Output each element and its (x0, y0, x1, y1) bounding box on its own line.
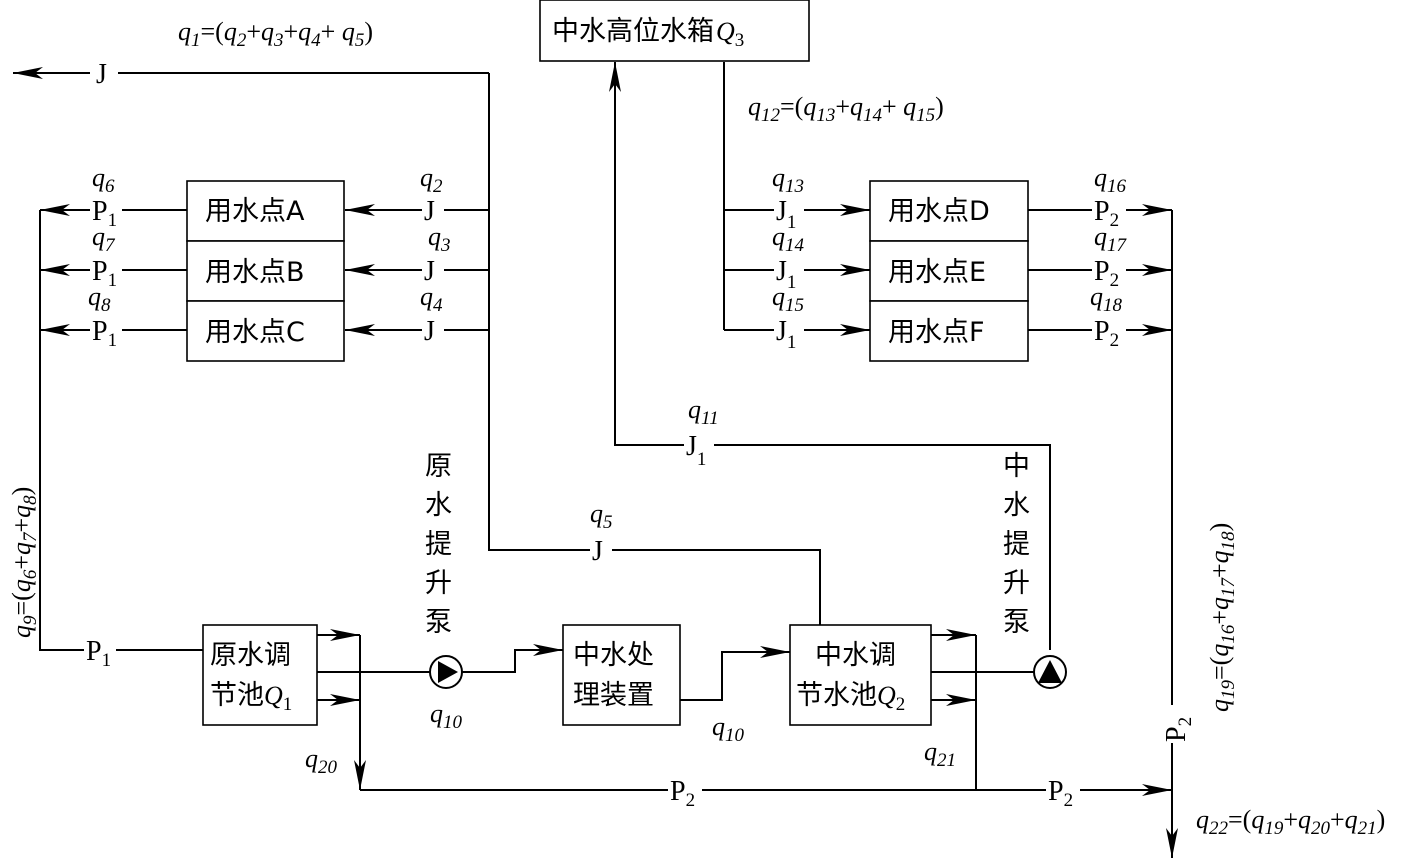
svg-text:提: 提 (425, 529, 452, 560)
flow-q6: q6 (92, 163, 115, 197)
svg-text:中: 中 (1003, 451, 1030, 482)
user-box-c (186, 300, 345, 362)
user-box-e (869, 240, 1029, 302)
tag-j1-f: J1 (776, 316, 796, 353)
flow-q10-treated: q10 (712, 712, 745, 746)
tag-j-b: J (424, 256, 435, 287)
treatment-box (562, 624, 681, 726)
user-label-d: 用水点D (888, 196, 990, 227)
tag-j-c: J (424, 316, 435, 347)
flow-q14: q14 (772, 222, 805, 256)
flow-q7: q7 (92, 222, 116, 256)
treatment-label-1: 中水处 (573, 640, 654, 671)
raw-pump-label: 原 水 提 升 泵 (425, 451, 452, 638)
svg-text:原: 原 (425, 451, 452, 482)
tag-p2-f: P2 (1094, 316, 1119, 351)
user-box-f (869, 300, 1029, 362)
potable-supply-pipes (13, 67, 821, 625)
flow-q17: q17 (1094, 222, 1128, 256)
tag-p1-c: P1 (92, 316, 117, 351)
high-tank-box (539, 0, 810, 62)
tag-p2-bottom-right: P2 (1048, 776, 1073, 811)
treated-line (680, 646, 790, 701)
high-tank-label: 中水高位水箱Q3 (552, 16, 744, 51)
svg-text:升: 升 (425, 568, 452, 599)
user-box-a (186, 180, 345, 242)
drain-collector-left (39, 210, 203, 651)
svg-text:水: 水 (425, 490, 452, 521)
user-label-c: 用水点C (205, 317, 305, 348)
tag-p2-e: P2 (1094, 256, 1119, 291)
user-box-b (186, 240, 345, 302)
svg-text:水: 水 (1003, 490, 1030, 521)
svg-text:泵: 泵 (1003, 607, 1030, 638)
raw-pump-discharge (462, 644, 563, 673)
user-label-f: 用水点F (888, 317, 985, 348)
flow-q10-raw: q10 (430, 699, 463, 733)
svg-text:升: 升 (1003, 568, 1030, 599)
treatment-pipes (317, 629, 1172, 796)
reclaimed-pump-label: 中 水 提 升 泵 (1003, 451, 1030, 638)
tag-j-a: J (424, 196, 435, 227)
flow-q21: q21 (924, 737, 956, 771)
raw-tank-box (202, 624, 318, 726)
flow-q18: q18 (1090, 282, 1123, 316)
main-supply-line (488, 73, 821, 625)
flow-q11: q11 (688, 395, 719, 429)
tag-p2-d: P2 (1094, 196, 1119, 231)
reclaimed-tank-label-1: 中水调 (815, 640, 896, 671)
reclaimed-supply-pipes (609, 62, 1051, 650)
equation-q1: q1=(q2+q3+q4+ q5) (178, 17, 373, 51)
flow-q16: q16 (1094, 163, 1127, 197)
svg-text:提: 提 (1003, 529, 1030, 560)
reclaimed-tank-label-2: 节水池Q2 (796, 680, 905, 715)
raw-tank-label-2: 节池Q1 (210, 680, 292, 715)
equation-q12: q12=(q13+q14+ q15) (748, 92, 944, 126)
flow-q3: q3 (428, 222, 451, 256)
flow-q2: q2 (420, 163, 443, 197)
equation-q19: q19=(q16+q17+q18) (1205, 523, 1239, 712)
tag-p2-bottom-mid: P2 (670, 776, 695, 811)
user-label-a: 用水点A (205, 196, 305, 227)
tag-j-top: J (96, 59, 107, 90)
equation-q9: q9=(q6+q7+q8) (7, 487, 41, 638)
flow-q4: q4 (420, 282, 443, 316)
tag-p2-vertical: P2 (1161, 717, 1196, 742)
reclaimed-lift-line (609, 62, 1051, 650)
flow-q13: q13 (772, 163, 804, 197)
raw-pump-icon (429, 655, 463, 689)
user-label-e: 用水点E (888, 257, 986, 288)
tag-j1-d: J1 (776, 196, 796, 233)
tag-p1-bottom: P1 (86, 636, 111, 671)
svg-text:泵: 泵 (425, 607, 452, 638)
flow-q20: q20 (305, 744, 338, 778)
treatment-label-2: 理装置 (573, 680, 654, 711)
tag-p1-a: P1 (92, 196, 117, 231)
raw-tank-label-1: 原水调 (210, 640, 291, 671)
flow-q8: q8 (88, 282, 111, 316)
reclaimed-pump-icon (1033, 655, 1067, 689)
tag-j1-lift: J1 (686, 431, 706, 470)
user-box-d (869, 180, 1029, 242)
tag-j-q5: J (592, 536, 603, 567)
equation-q22: q22=(q19+q20+q21) (1196, 805, 1385, 839)
tag-j1-e: J1 (776, 256, 796, 293)
user-label-b: 用水点B (205, 257, 305, 288)
flow-q15: q15 (772, 282, 804, 316)
reclaimed-tank-box (789, 624, 932, 726)
flow-q5: q5 (590, 499, 613, 533)
tag-p1-b: P1 (92, 256, 117, 291)
